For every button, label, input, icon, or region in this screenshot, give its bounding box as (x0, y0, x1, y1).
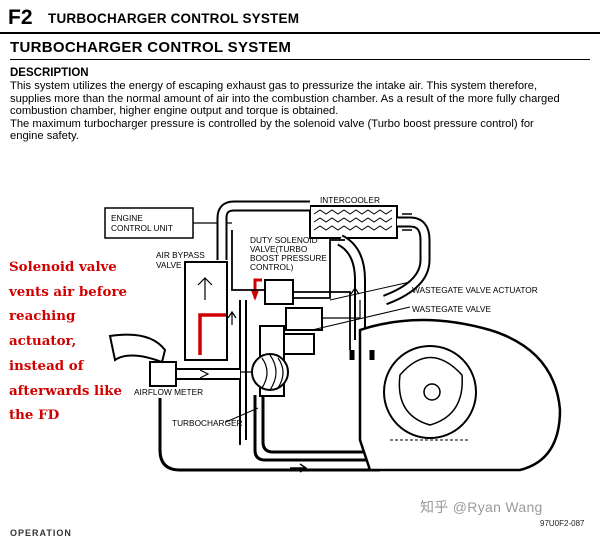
intercooler-outlet-inner (383, 218, 429, 304)
header-rule (0, 32, 600, 34)
air-bypass-label-line1: AIR BYPASS (156, 250, 205, 260)
description-line: The maximum turbocharger pressure is con… (10, 117, 534, 130)
control-hoses (231, 230, 351, 350)
annotation-line: afterwards like (9, 382, 122, 399)
watermark: 知乎 @Ryan Wang (420, 499, 543, 515)
charge-flow-arrow (350, 286, 360, 300)
duty-solenoid-label-line3: BOOST PRESSURE (250, 253, 327, 263)
annotation-line: reaching (9, 308, 76, 325)
intercooler-label: INTERCOOLER (320, 195, 380, 205)
airflow-meter-label: AIRFLOW METER (134, 387, 203, 397)
annotation-line: Solenoid valve (9, 259, 117, 275)
bypass-return-arrow (227, 310, 237, 325)
air-bypass-valve-body (184, 261, 228, 361)
intake-duct-inner (218, 202, 310, 260)
annotation-line: actuator, (9, 333, 77, 350)
red-vent-path (198, 313, 226, 355)
exhaust-flow-arrow (290, 463, 308, 473)
description-body: This system utilizes the energy of escap… (10, 80, 595, 143)
wastegate-valve-leader (311, 306, 411, 331)
actuator-link (322, 300, 361, 319)
red-annotation: Solenoid valve vents air before reaching… (9, 255, 149, 428)
intercooler-core (309, 205, 398, 239)
eccentric-shaft (423, 383, 441, 401)
section-header-title: TURBOCHARGER CONTROL SYSTEM (48, 11, 300, 26)
intake-flow-arrow (199, 369, 210, 379)
footer-cut-text: OPERATION (10, 528, 72, 538)
description-line: supplies more than the normal amount of … (10, 92, 560, 105)
wastegate-valve-label: WASTEGATE VALVE (412, 304, 491, 314)
engine-control-unit-box (104, 207, 194, 239)
page-title: TURBOCHARGER CONTROL SYSTEM (10, 39, 292, 56)
annotation-line: instead of (9, 357, 84, 374)
airflow-meter (149, 361, 177, 387)
turbocharger-leader (225, 407, 259, 423)
air-bypass-label-line2: VALVE (156, 260, 182, 270)
bypass-flow-arrow (197, 277, 213, 300)
ecu-label-line2: CONTROL UNIT (111, 223, 173, 233)
description-heading: DESCRIPTION (10, 67, 89, 79)
section-code: F2 (8, 6, 33, 29)
annotation-line: the FD (9, 407, 60, 424)
description-line: combustion chamber, higher engine output… (10, 105, 339, 118)
exhaust-outer-line (158, 398, 380, 472)
wastegate-actuator-leader (329, 281, 411, 301)
wastegate-actuator-label: WASTEGATE VALVE ACTUATOR (412, 285, 538, 295)
injector-pair (349, 350, 375, 360)
ecu-label-line1: ENGINE (111, 213, 143, 223)
duty-solenoid-label-line2: VALVE(TURBO (250, 244, 308, 254)
intercooler-fins (313, 209, 393, 231)
duty-solenoid-label-line4: CONTROL) (250, 262, 294, 272)
turbo-system-diagram: INTERCOOLER ENGINE CONTROL UNIT AIR BYPA… (104, 195, 562, 473)
description-line: This system utilizes the energy of escap… (10, 80, 538, 92)
intercooler-flow-arrows (402, 213, 412, 231)
duty-solenoid-valve (264, 279, 294, 305)
title-rule (10, 59, 590, 60)
annotation-line: vents air before (9, 283, 128, 300)
air-cleaner (108, 333, 167, 364)
duty-solenoid-label-line1: DUTY SOLENOID (250, 235, 318, 245)
figure-code: 97U0F2-087 (540, 519, 585, 528)
exhaust-pipes (253, 395, 370, 462)
description-line: engine safety. (10, 130, 79, 143)
wastegate-valve-actuator (285, 307, 323, 331)
red-arrow-head (251, 289, 259, 301)
intake-manifold-pipe-inner (337, 236, 364, 340)
red-solenoid-path (253, 278, 262, 298)
compressor-blades (261, 354, 284, 391)
turbocharger-label: TURBOCHARGER (172, 418, 243, 428)
wastegate-valve (281, 333, 315, 355)
